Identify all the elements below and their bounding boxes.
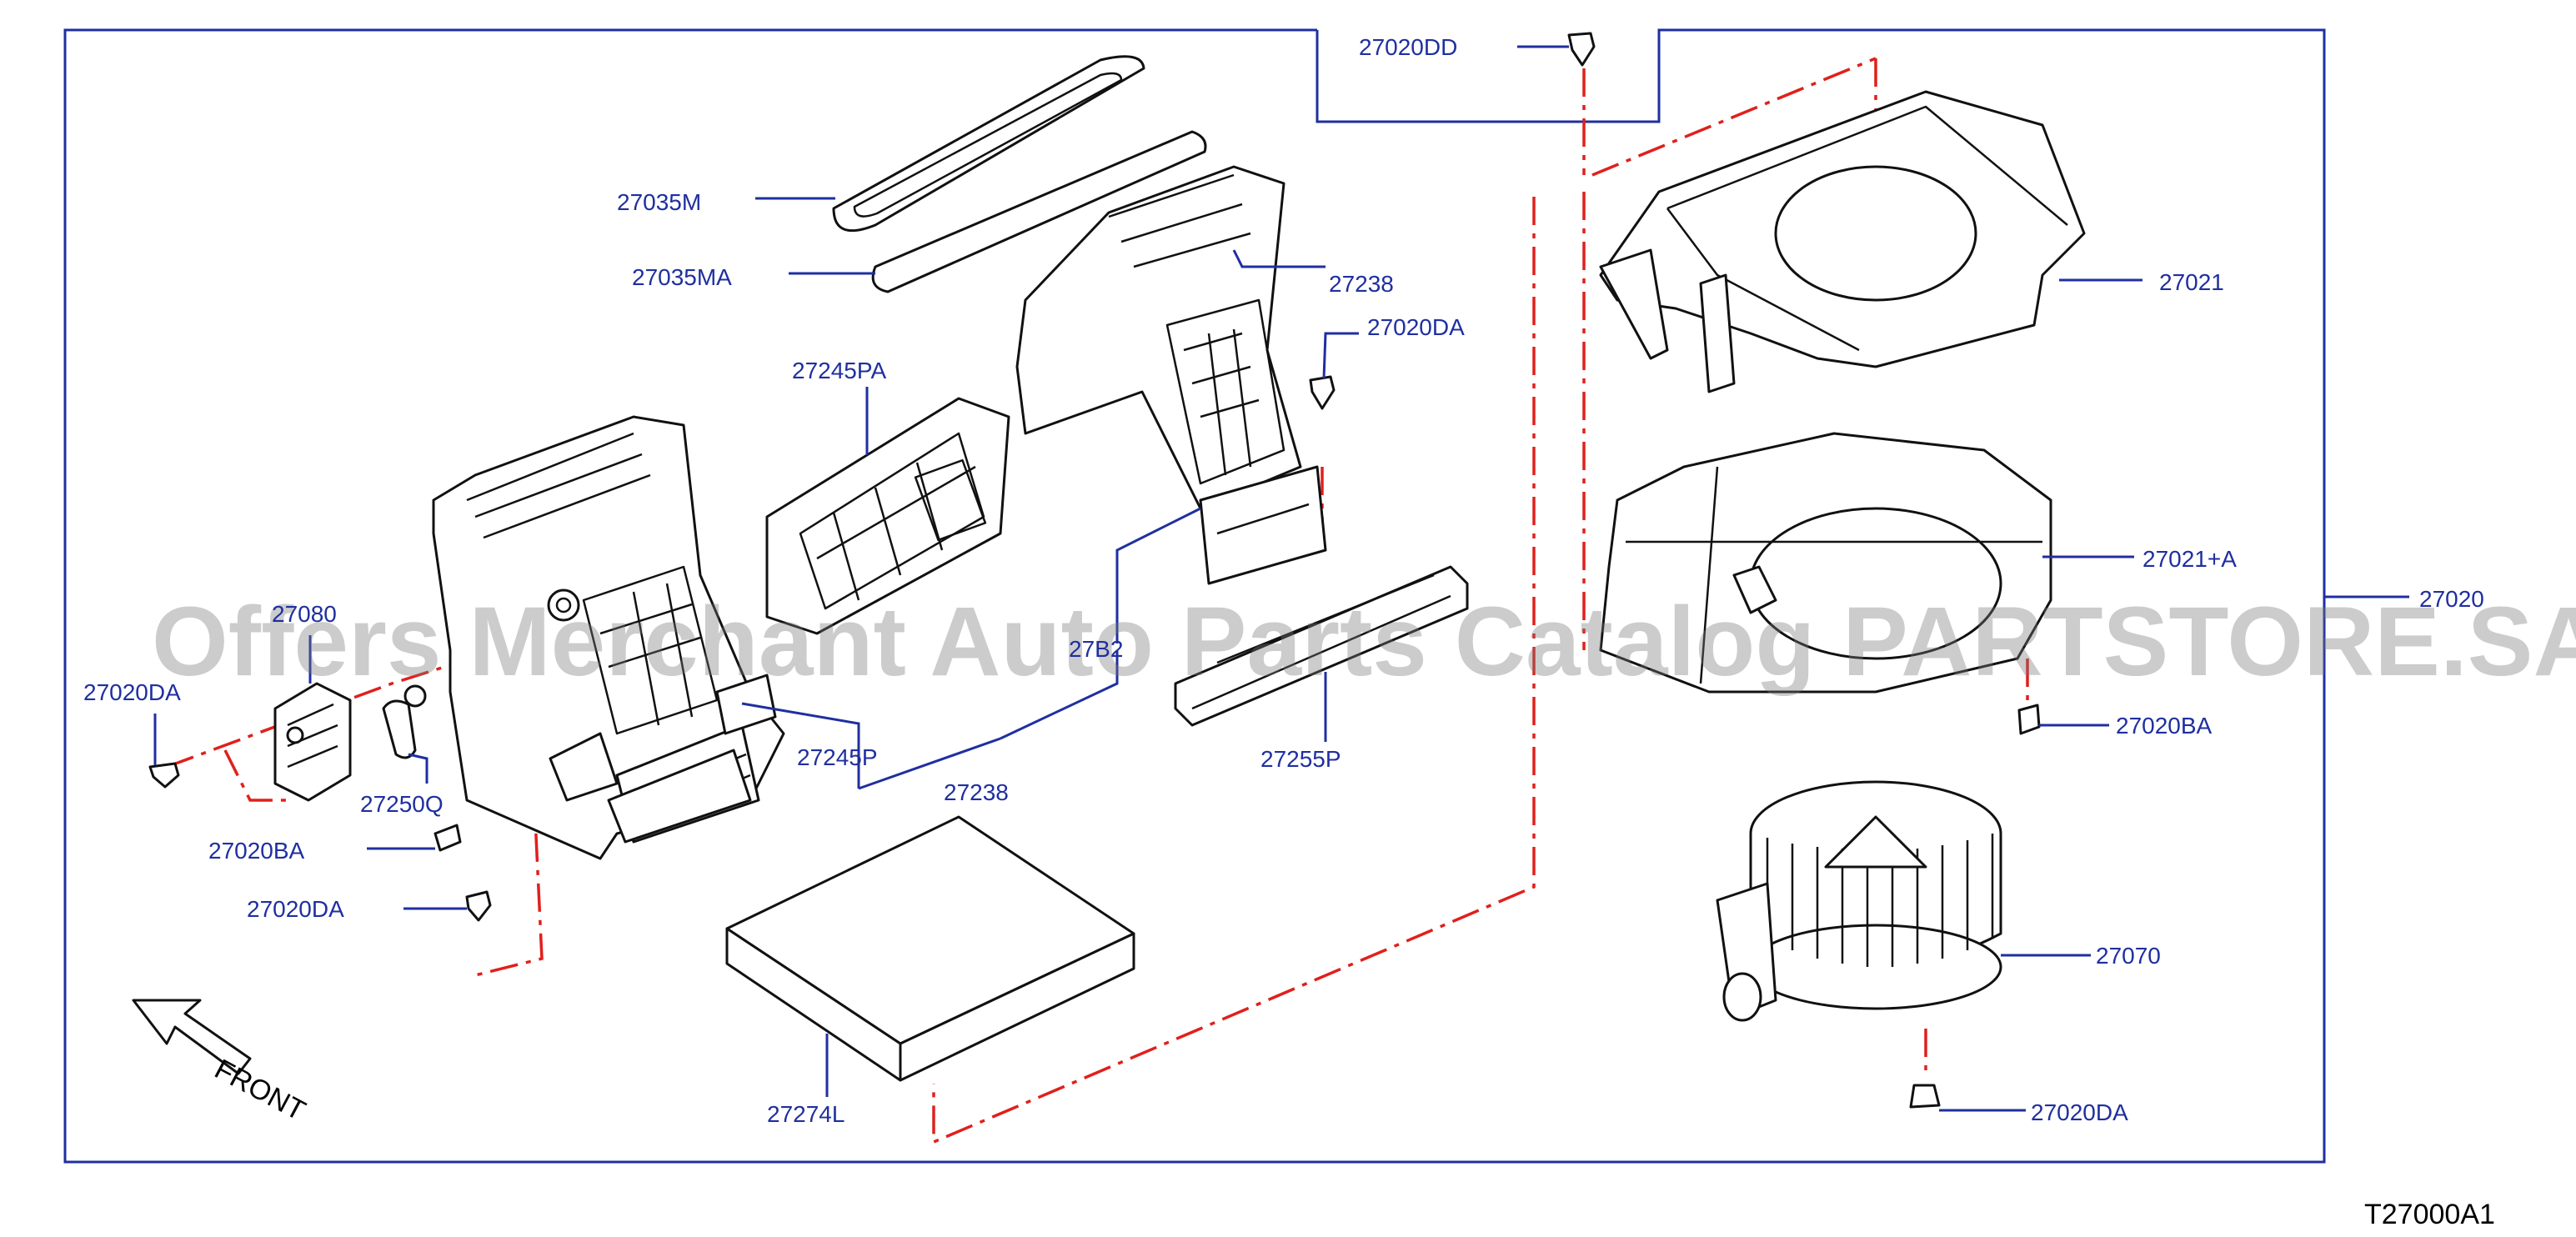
callout-27250Q: 27250Q bbox=[360, 791, 444, 817]
intake-duct-upper bbox=[1015, 165, 1327, 585]
callout-27020DD: 27020DD bbox=[1359, 34, 1457, 60]
callout-27245PA: 27245PA bbox=[792, 358, 886, 383]
callout-27274L: 27274L bbox=[767, 1101, 844, 1127]
upper-scroll-case-27021 bbox=[1599, 90, 2086, 393]
front-direction-indicator: FRONT bbox=[132, 999, 310, 1128]
lever-27250Q bbox=[382, 684, 427, 759]
lower-duct-pieces bbox=[607, 749, 752, 844]
callout-27020DA-lower-left: 27020DA bbox=[247, 896, 344, 922]
actuator-27080 bbox=[273, 682, 352, 802]
watermark: Offers Merchant Auto Parts Catalog PARTS… bbox=[152, 587, 2576, 697]
fasteners bbox=[148, 32, 2041, 1109]
callout-27035M: 27035M bbox=[617, 189, 701, 215]
callout-leaders bbox=[153, 45, 2409, 1112]
callout-27238-upper: 27238 bbox=[1329, 271, 1394, 297]
callout-27021: 27021 bbox=[2159, 269, 2224, 295]
callout-27020DA-bottom: 27020DA bbox=[2031, 1099, 2128, 1125]
drawing-code: T27000A1 bbox=[2364, 1199, 2495, 1230]
blower-motor-27070 bbox=[1716, 780, 2002, 1022]
callout-27238-lower: 27238 bbox=[944, 779, 1009, 805]
callout-27020DA-upper: 27020DA bbox=[1367, 314, 1465, 340]
lower-scroll-case-27021A bbox=[1599, 432, 2052, 694]
gasket-27035M bbox=[832, 55, 1145, 233]
callout-27070: 27070 bbox=[2096, 943, 2161, 969]
cabin-filter-27274L bbox=[725, 815, 1135, 1082]
callout-27021A: 27021+A bbox=[2142, 546, 2237, 572]
assembly-frame bbox=[63, 28, 2326, 1164]
callout-27020: 27020 bbox=[2419, 586, 2484, 612]
callout-27080: 27080 bbox=[272, 601, 337, 627]
filter-cover-27255P bbox=[1174, 565, 1469, 727]
callout-27020BA-right: 27020BA bbox=[2116, 713, 2213, 739]
callout-labels: 27020DD 27035M 27035MA 27238 27020DA 272… bbox=[83, 34, 2484, 1127]
callout-27255P: 27255P bbox=[1260, 746, 1341, 772]
callout-27020BA-left: 27020BA bbox=[208, 838, 305, 864]
callout-27020DA-left: 27020DA bbox=[83, 679, 181, 705]
callout-27245P: 27245P bbox=[797, 744, 878, 770]
callout-27B2: 27B2 bbox=[1069, 636, 1123, 662]
filter-frame-27245PA bbox=[765, 397, 1010, 635]
gasket-27035MA bbox=[871, 130, 1207, 293]
front-label: FRONT bbox=[209, 1054, 310, 1128]
callout-27035MA: 27035MA bbox=[632, 264, 732, 290]
